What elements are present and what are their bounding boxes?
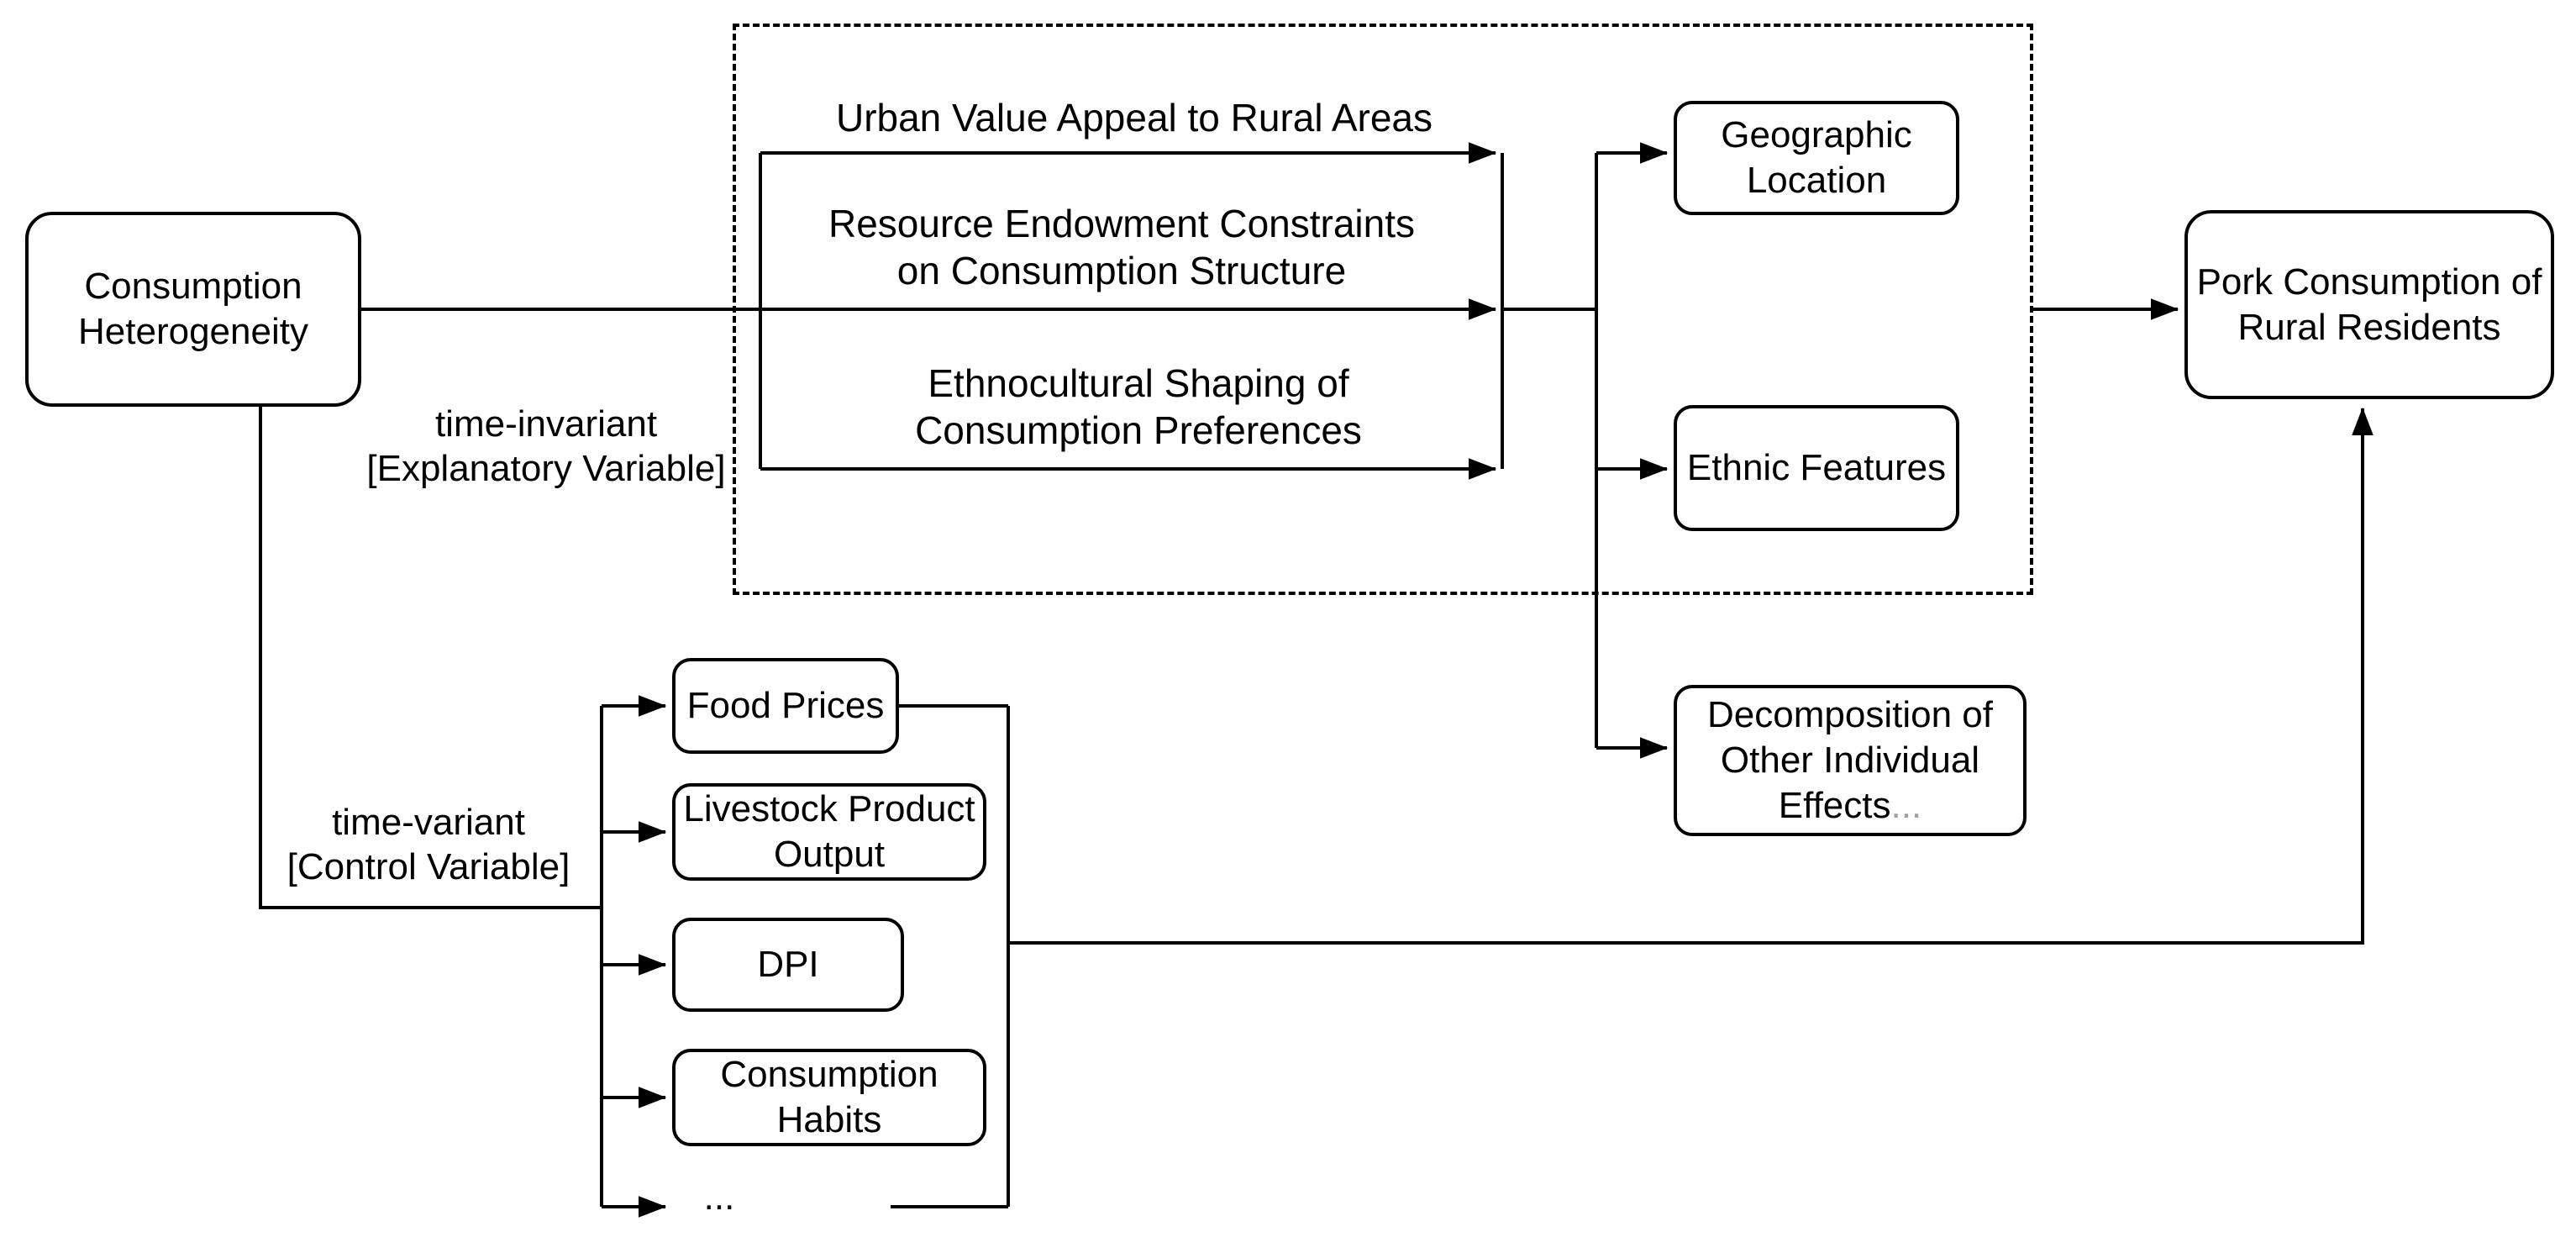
node-ethnic-features: Ethnic Features xyxy=(1674,405,1959,531)
decomposition-text: Decomposition of Other Individual Effect… xyxy=(1707,694,1993,826)
label-ethnocultural: Ethnocultural Shaping of Consumption Pre… xyxy=(915,361,1362,452)
edge-controls-to-pork xyxy=(1008,407,2374,945)
label-time-variant: time-variant [Control Variable] xyxy=(287,802,570,887)
time-invariant-group-frame xyxy=(733,24,2033,595)
node-consumption-habits-label: Consumption Habits xyxy=(720,1054,938,1140)
node-pork-consumption: Pork Consumption of Rural Residents xyxy=(2184,210,2554,399)
node-geographic-location-label: Geographic Location xyxy=(1721,114,1912,201)
node-food-prices: Food Prices xyxy=(672,658,899,754)
node-decomposition-other-effects: Decomposition of Other Individual Effect… xyxy=(1674,685,2027,836)
label-resource-endowment: Resource Endowment Constraints on Consum… xyxy=(828,202,1415,292)
node-ethnic-features-label: Ethnic Features xyxy=(1686,447,1947,488)
node-consumption-heterogeneity-label: Consumption Heterogeneity xyxy=(78,266,308,352)
node-decomposition-label: Decomposition of Other Individual Effect… xyxy=(1707,692,1993,829)
label-urban-value: Urban Value Appeal to Rural Areas xyxy=(835,96,1433,139)
decomposition-ellipsis: ... xyxy=(1890,785,1922,826)
label-time-invariant: time-invariant [Explanatory Variable] xyxy=(366,403,726,489)
node-consumption-heterogeneity: Consumption Heterogeneity xyxy=(25,212,361,407)
edge-variant-feed xyxy=(259,407,602,909)
node-geographic-location: Geographic Location xyxy=(1674,101,1959,215)
node-dpi: DPI xyxy=(672,918,904,1012)
node-pork-consumption-label: Pork Consumption of Rural Residents xyxy=(2196,261,2542,348)
label-more-controls-ellipsis: ... xyxy=(703,1176,735,1218)
node-dpi-label: DPI xyxy=(757,944,819,985)
node-livestock-product-output: Livestock Product Output xyxy=(672,783,986,881)
node-livestock-product-output-label: Livestock Product Output xyxy=(683,788,975,875)
node-consumption-habits: Consumption Habits xyxy=(672,1049,986,1146)
node-food-prices-label: Food Prices xyxy=(686,685,885,726)
